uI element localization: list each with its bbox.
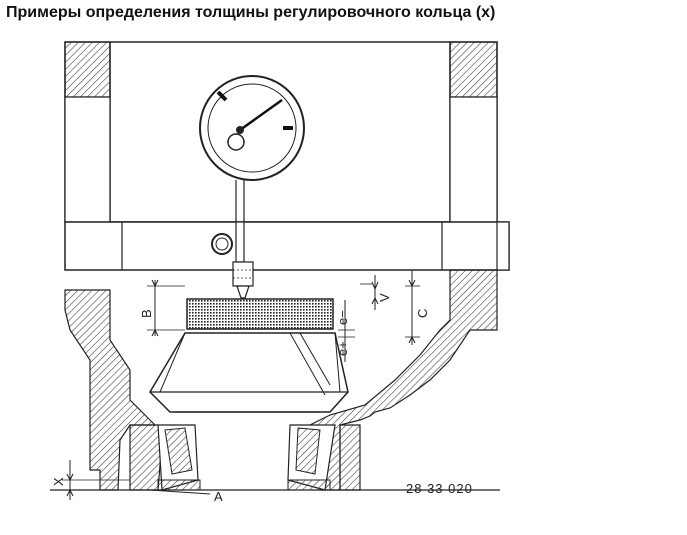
housing-lower-left	[64, 289, 163, 491]
leader-a	[149, 489, 211, 495]
shim-plate	[186, 298, 334, 330]
label-e-minus: e−	[335, 310, 350, 325]
roller-bearing-right	[287, 424, 336, 491]
dimension-c	[405, 270, 420, 345]
page-title: Примеры определения толщины регулировочн…	[6, 4, 496, 21]
dimension-v	[360, 275, 379, 310]
label-e-plus: e+	[335, 341, 350, 356]
dimension-b	[147, 279, 185, 337]
measuring-bridge	[64, 221, 510, 299]
roller-bearing-left	[157, 424, 201, 491]
dimension-x	[62, 460, 130, 500]
label-v: V	[377, 293, 392, 302]
figure-code: 28 33 020	[406, 481, 473, 496]
label-b: B	[139, 309, 154, 318]
bearing-cone	[149, 332, 349, 413]
dial-gauge	[199, 75, 305, 222]
label-x: X	[51, 477, 66, 486]
label-a: A	[214, 489, 223, 504]
label-c: C	[415, 309, 430, 318]
dimension-e	[338, 300, 355, 362]
